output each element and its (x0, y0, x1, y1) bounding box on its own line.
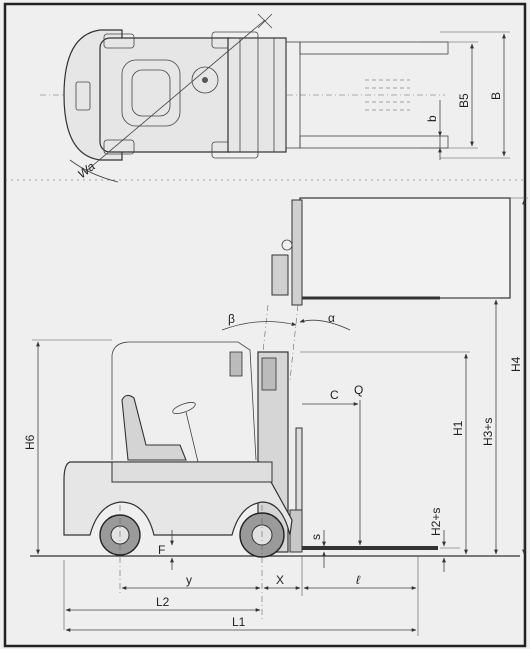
top-view-fork-right (299, 135, 449, 149)
top-view-rear-wheel-right (103, 139, 135, 155)
steering-column (185, 411, 199, 463)
turning-center-mark-2 (257, 13, 273, 29)
label-c: C (330, 388, 339, 402)
tilt-alpha-arc (299, 318, 351, 331)
label-b5: B5 (457, 93, 471, 108)
top-view-steering-wheel (191, 66, 219, 94)
label-h1: H1 (451, 420, 465, 436)
overhead-guard (111, 341, 257, 461)
top-view-mast (227, 37, 287, 153)
top-view-carriage (285, 41, 301, 149)
top-view (40, 13, 510, 183)
extended-mast-cylinder (271, 254, 289, 296)
extended-mast-inner (291, 199, 303, 306)
mast-tilt-forward-line (289, 304, 299, 381)
label-h2s: H2+s (429, 508, 443, 536)
label-b: b (425, 115, 439, 122)
top-view-fork-left (299, 41, 449, 55)
label-s: s (309, 534, 323, 540)
top-view-seat (121, 59, 181, 127)
label-q: Q (354, 383, 363, 397)
tilt-beta-arc (221, 321, 297, 331)
dimension-lines (32, 197, 528, 636)
raised-load (299, 197, 511, 299)
top-view-rear-wheel-left (103, 33, 135, 49)
label-f: F (158, 543, 165, 557)
guard-light (229, 351, 243, 377)
turning-radius-line (84, 19, 266, 173)
label-alpha: α (328, 311, 335, 325)
label-beta: β (228, 312, 235, 326)
turning-radius-arc (69, 159, 119, 183)
fork-carriage (289, 509, 303, 553)
label-h4: H4 (509, 356, 523, 372)
label-y: y (186, 573, 192, 587)
label-l2: L2 (156, 595, 170, 609)
side-view (30, 197, 520, 630)
body-top-panel (111, 461, 273, 483)
side-view-steering-wheel (172, 402, 196, 414)
top-view-steering-hub (202, 77, 208, 83)
load-backrest (295, 427, 303, 511)
label-l1: L1 (232, 615, 246, 629)
label-l: ℓ (356, 573, 361, 587)
extended-mast-pulley (281, 239, 293, 251)
label-h3s: H3+s (481, 418, 495, 446)
side-view-seat (121, 394, 187, 461)
top-view-rear-light (75, 81, 91, 111)
label-x: X (276, 573, 284, 587)
label-big-b: B (489, 92, 503, 100)
label-h6: H6 (23, 434, 37, 450)
label-wa: Wa (75, 159, 98, 181)
mast-cylinder (261, 357, 277, 391)
